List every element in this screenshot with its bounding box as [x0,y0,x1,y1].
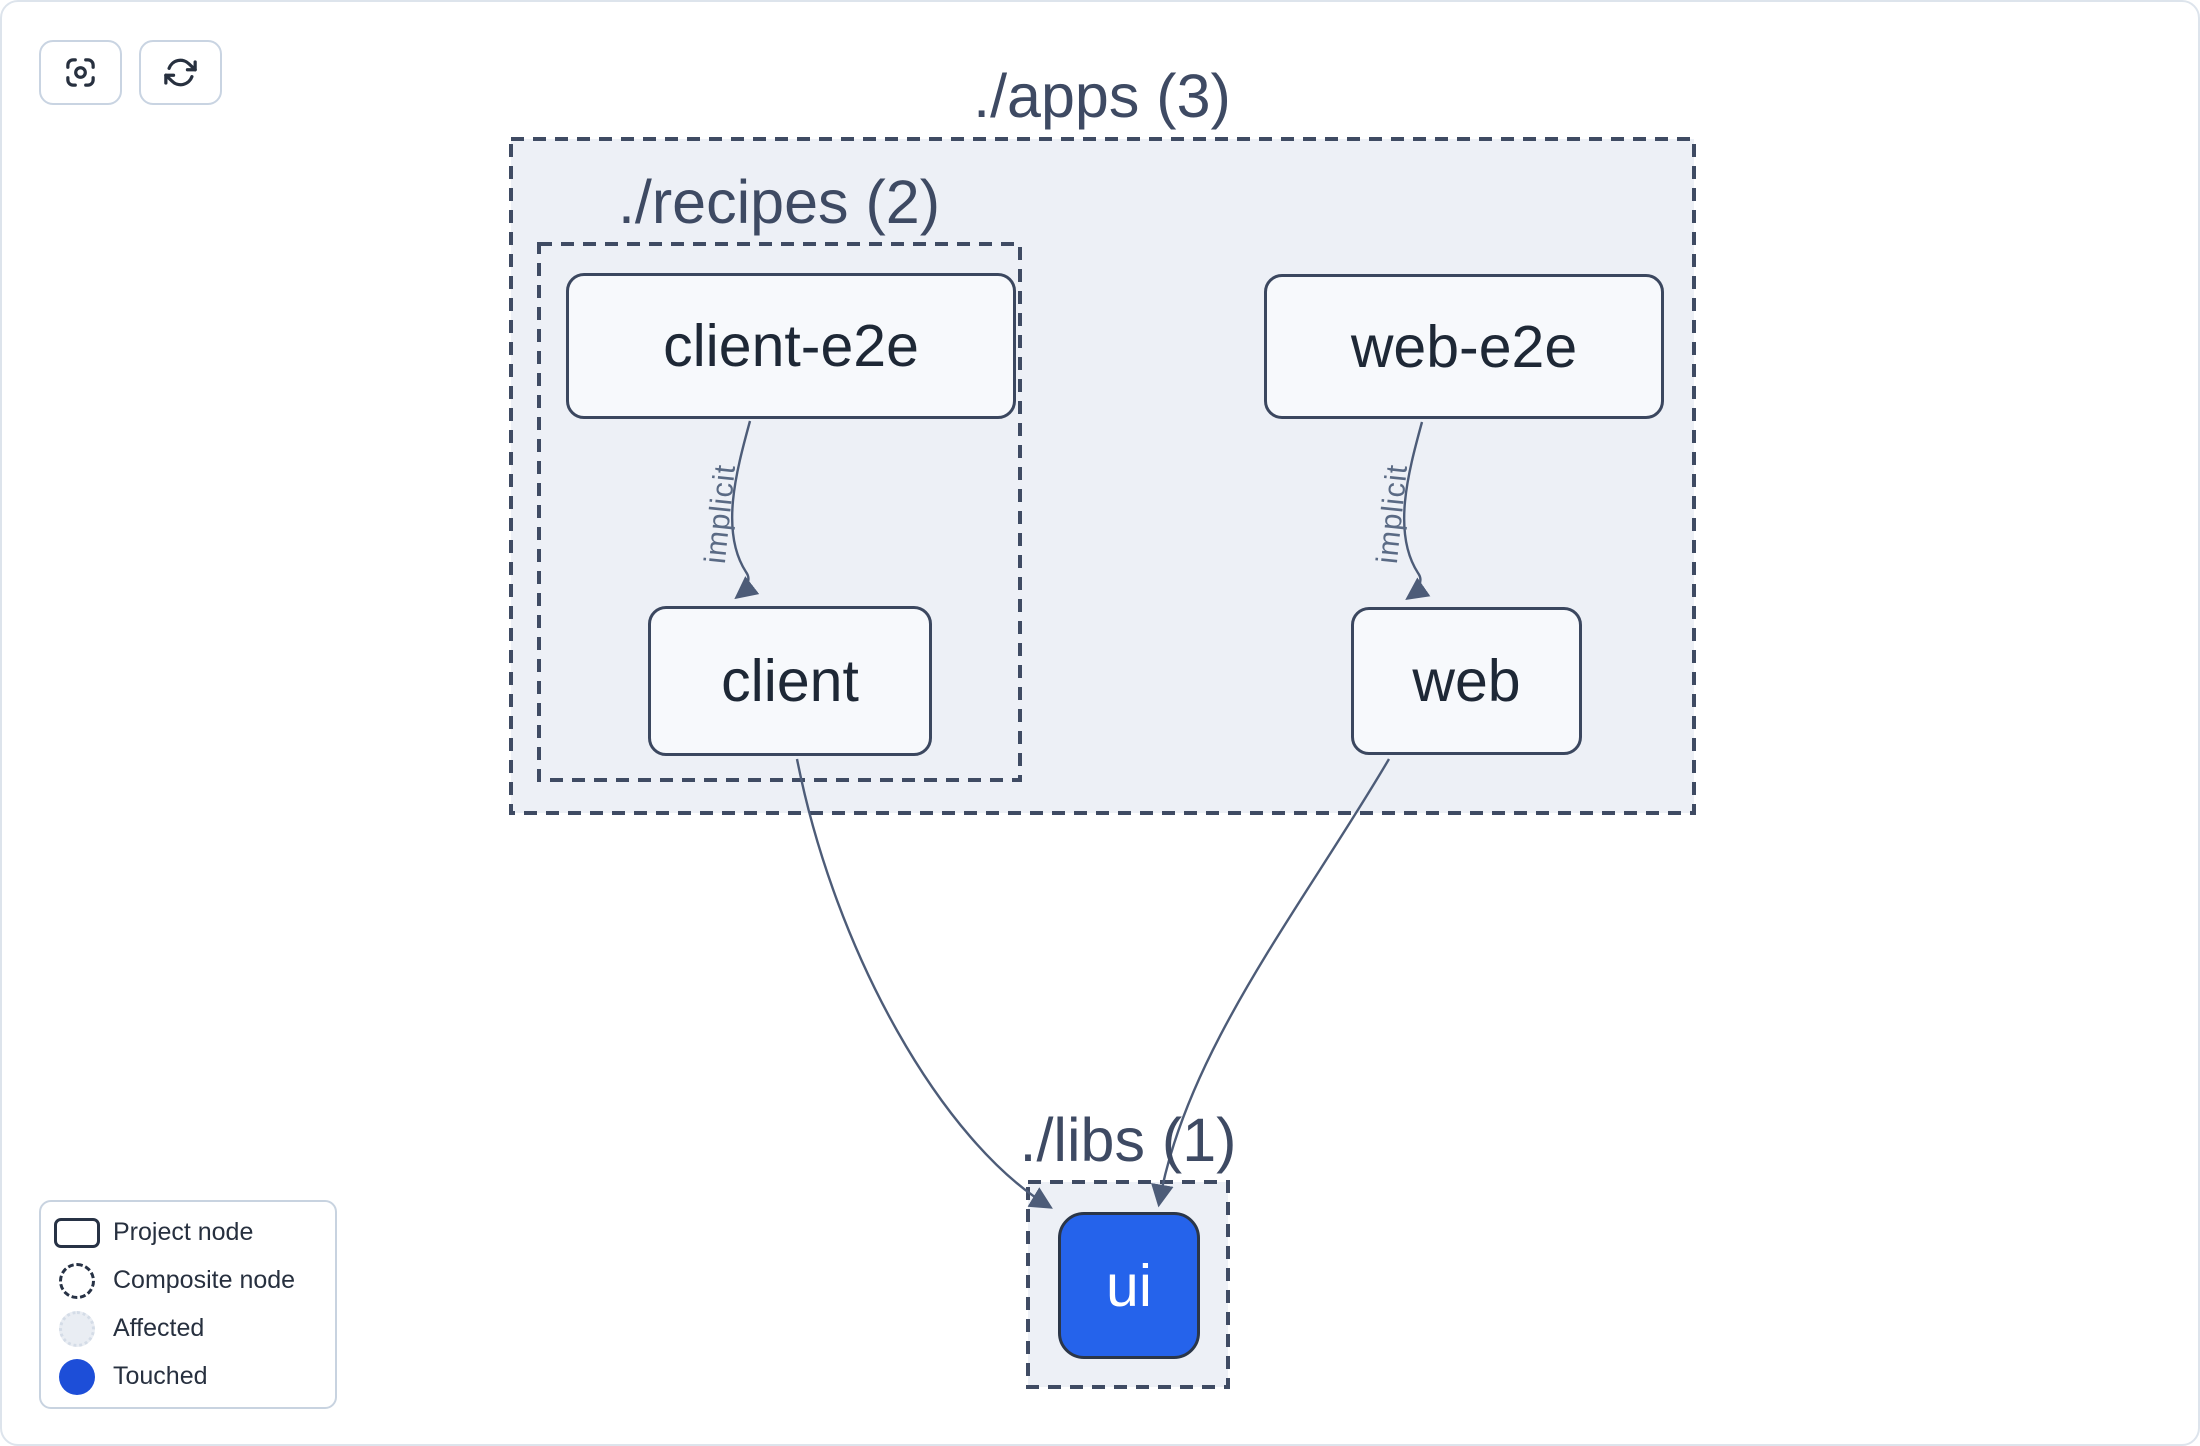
project-node-web-e2e[interactable]: web-e2e [1264,274,1664,419]
edge-web-e2e-to-web[interactable] [1402,421,1431,600]
edge-client-to-ui[interactable] [795,758,1053,1209]
project-node-ui[interactable]: ui [1058,1212,1200,1359]
touched-swatch-icon [59,1358,95,1395]
legend-item-affected: Affected [41,1305,335,1353]
legend-label: Affected [113,1314,205,1342]
legend-label: Composite node [113,1266,296,1294]
legend-item-touched: Touched [41,1353,335,1401]
legend-item-project-node: Project node [41,1209,335,1257]
center-graph-button[interactable] [39,40,122,105]
edge-web-to-ui[interactable] [1151,758,1391,1208]
refresh-icon [162,54,199,91]
container-label-apps[interactable]: ./apps (3) [973,62,1231,130]
container-label-recipes[interactable]: ./recipes (2) [617,168,941,236]
project-node-client[interactable]: client [648,606,932,756]
affected-swatch-icon [59,1310,95,1347]
legend-label: Touched [113,1362,208,1390]
refresh-graph-button[interactable] [139,40,222,105]
composite-node-swatch-icon [59,1262,95,1299]
container-label-libs[interactable]: ./libs (1) [1019,1106,1237,1174]
legend-label: Project node [113,1218,254,1246]
legend-item-composite-node: Composite node [41,1257,335,1305]
legend: Project node Composite node Affected Tou… [39,1200,337,1409]
project-node-swatch-icon [54,1217,100,1248]
edge-client-e2e-to-client[interactable] [730,420,760,600]
project-node-web[interactable]: web [1351,607,1582,755]
project-node-client-e2e[interactable]: client-e2e [566,273,1016,419]
focus-icon [62,54,99,91]
